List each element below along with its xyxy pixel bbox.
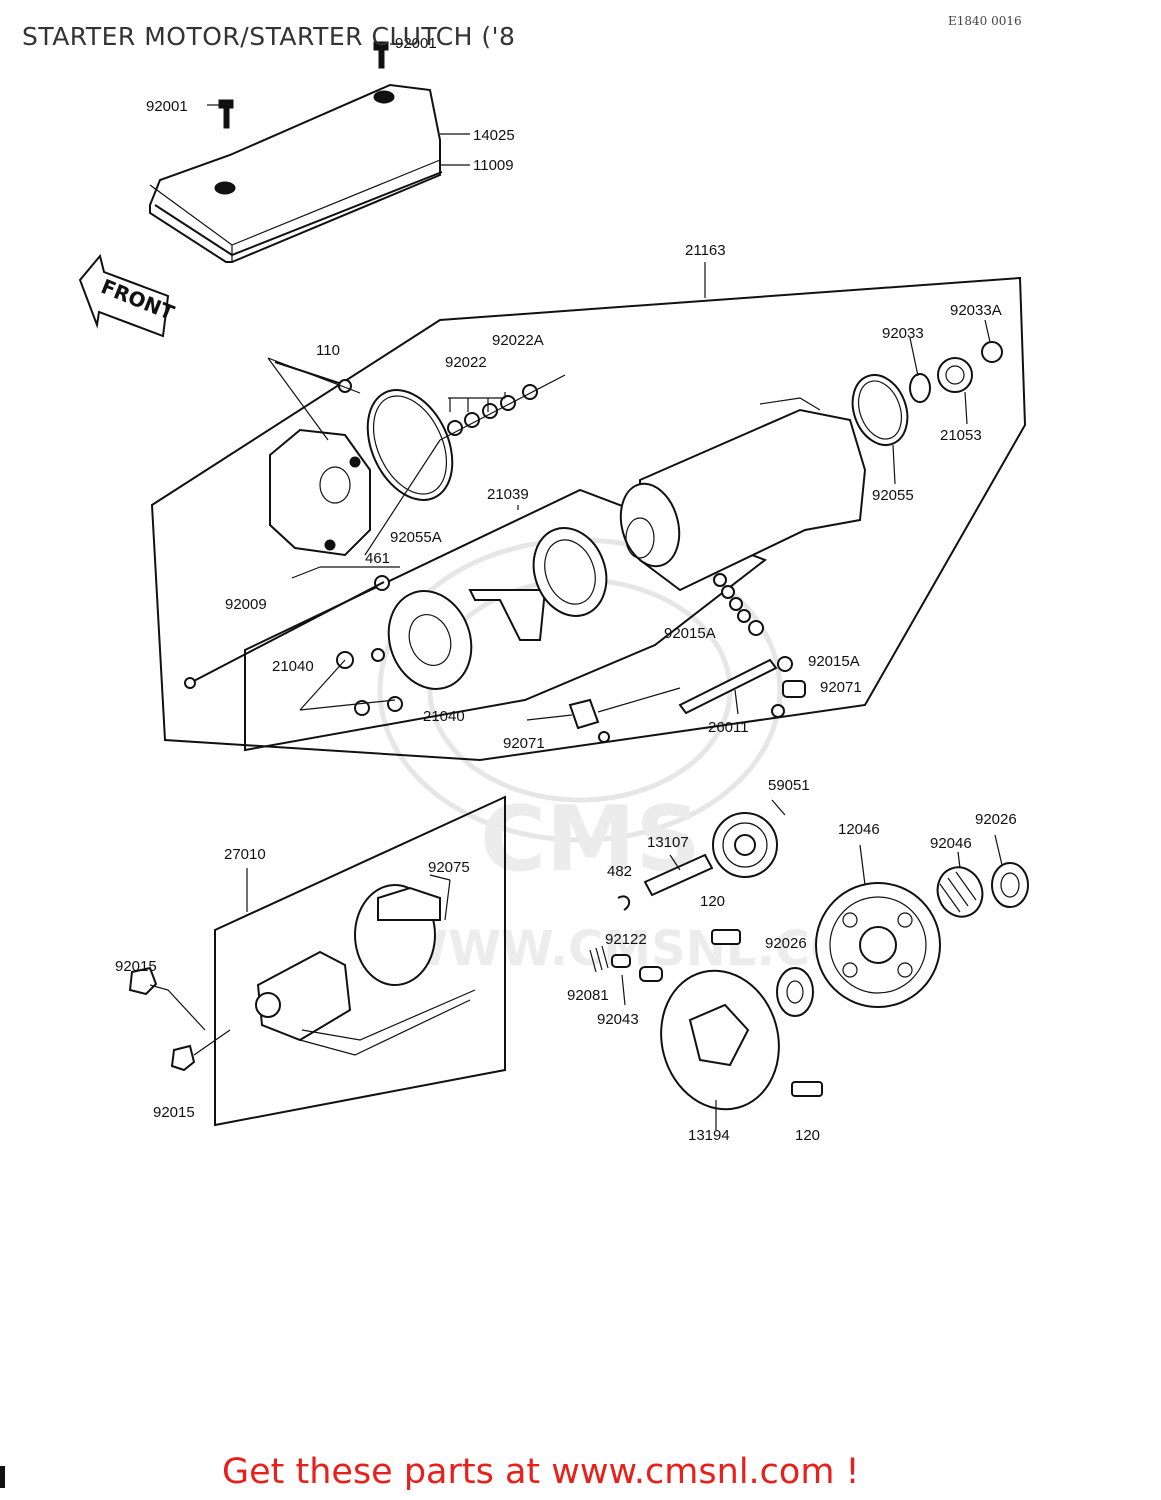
part-label-482: 482 xyxy=(607,863,632,880)
part-label-110: 110 xyxy=(316,342,340,359)
part-label-92033A: 92033A xyxy=(950,302,1002,319)
part-label-92122: 92122 xyxy=(605,931,647,948)
part-label-92015-top: 92015 xyxy=(115,958,157,975)
part-label-461: 461 xyxy=(365,550,390,567)
part-label-21039: 21039 xyxy=(487,486,529,503)
part-label-92026-right: 92026 xyxy=(975,811,1017,828)
end-cover xyxy=(184,357,566,689)
page-edge-mark xyxy=(0,1466,5,1488)
part-label-92081: 92081 xyxy=(567,987,609,1004)
part-label-13107: 13107 xyxy=(647,834,689,851)
part-label-12046: 12046 xyxy=(838,821,880,838)
part-label-92022: 92022 xyxy=(445,354,487,371)
part-label-92001: 92001 xyxy=(146,98,188,115)
part-label-92015A-right: 92015A xyxy=(808,653,860,670)
part-label-21040-top: 21040 xyxy=(272,658,314,675)
part-label-92071-left: 92071 xyxy=(503,735,545,752)
part-label-92071-right: 92071 xyxy=(820,679,862,696)
part-label-92055A: 92055A xyxy=(390,529,442,546)
part-label-92015-bottom: 92015 xyxy=(153,1104,195,1121)
part-label-27010: 27010 xyxy=(224,846,266,863)
part-label-92009: 92009 xyxy=(225,596,267,613)
part-label-26011: 26011 xyxy=(708,719,749,736)
part-labels: 92001 92001 14025 11009 21163 92033A 920… xyxy=(115,35,1017,1144)
part-label-92055: 92055 xyxy=(872,487,914,504)
starter-motor-outline xyxy=(150,262,1027,762)
cover-assembly xyxy=(149,41,470,263)
part-label-92001-top: 92001 xyxy=(395,35,437,52)
drawing-reference-code: E1840 0016 xyxy=(948,14,1022,28)
get-parts-link[interactable]: Get these parts at www.cmsnl.com ! xyxy=(222,1452,860,1492)
part-label-59051: 59051 xyxy=(768,777,810,794)
brush-plate xyxy=(299,527,608,716)
part-label-13194: 13194 xyxy=(688,1127,730,1144)
front-direction-arrow: FRONT xyxy=(78,253,178,338)
part-label-14025: 14025 xyxy=(473,127,515,144)
part-label-21053: 21053 xyxy=(940,427,982,444)
part-label-92033: 92033 xyxy=(882,325,924,342)
motor-yoke xyxy=(526,319,1003,743)
part-label-92026-left: 92026 xyxy=(765,935,807,952)
part-label-92015A-left: 92015A xyxy=(664,625,716,642)
part-label-21163: 21163 xyxy=(685,242,726,259)
part-label-120-bottom: 120 xyxy=(795,1127,820,1144)
starter-relay-group xyxy=(128,795,506,1127)
diagram-title: STARTER MOTOR/STARTER CLUTCH ('8 xyxy=(22,22,516,51)
part-label-21040-bottom: 21040 xyxy=(423,708,465,725)
part-label-92046: 92046 xyxy=(930,835,972,852)
part-label-11009: 11009 xyxy=(473,157,514,174)
part-label-92043: 92043 xyxy=(597,1011,639,1028)
part-label-120-top: 120 xyxy=(700,893,725,910)
part-label-92075: 92075 xyxy=(428,859,470,876)
part-label-92022A: 92022A xyxy=(492,332,544,349)
starter-clutch-group xyxy=(589,799,1029,1130)
